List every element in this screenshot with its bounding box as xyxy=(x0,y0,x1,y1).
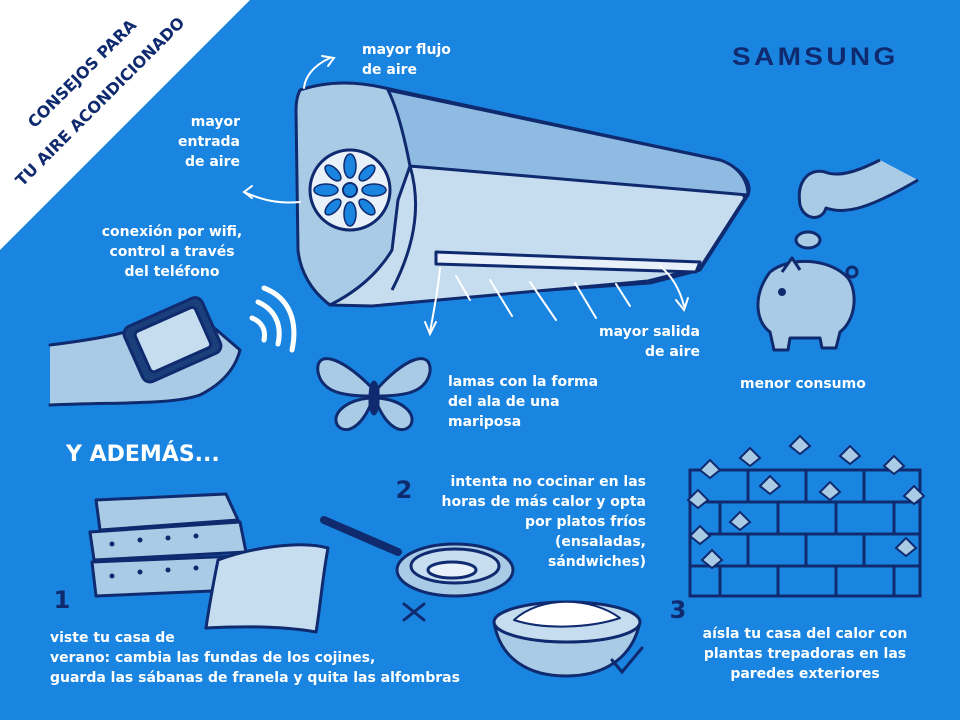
cushions-icon xyxy=(88,492,330,634)
coin-hand-icon xyxy=(794,158,919,250)
air-conditioner-illustration xyxy=(294,81,751,308)
piggy-bank-icon xyxy=(756,256,859,352)
frying-pan-icon xyxy=(320,516,515,598)
tip-text-1: viste tu casa de verano: cambia las fund… xyxy=(50,630,460,686)
label-consumption: menor consumo xyxy=(740,376,866,392)
wifi-icon xyxy=(249,285,297,353)
tip-number-1: 1 xyxy=(53,586,71,614)
tip-text-2: intenta no cocinar en las horas de más c… xyxy=(441,474,647,570)
fan-icon xyxy=(308,148,392,232)
salad-bowl-icon xyxy=(492,600,642,678)
tip-number-3: 3 xyxy=(669,596,687,624)
label-louvers: lamas con la forma del ala de una maripo… xyxy=(448,374,599,430)
checkmark-icon xyxy=(610,646,644,675)
tip-text-3: aísla tu casa del calor con plantas trep… xyxy=(702,626,908,682)
label-airflow: mayor flujo de aire xyxy=(362,42,451,78)
brand-logo: SAMSUNG xyxy=(732,43,899,71)
label-wifi: conexión por wifi, control a través del … xyxy=(101,224,243,280)
corner-banner xyxy=(0,0,250,250)
butterfly-icon xyxy=(316,357,432,432)
cross-icon xyxy=(402,602,426,622)
phone-hand-icon xyxy=(48,296,242,407)
label-outlet: mayor salida de aire xyxy=(599,324,700,360)
brick-wall-ivy-icon xyxy=(686,434,926,598)
extras-heading: Y ADEMÁS... xyxy=(66,442,220,467)
label-intake: mayor entrada de aire xyxy=(178,114,240,170)
tip-number-2: 2 xyxy=(395,476,413,504)
airflow-lines xyxy=(242,55,689,337)
